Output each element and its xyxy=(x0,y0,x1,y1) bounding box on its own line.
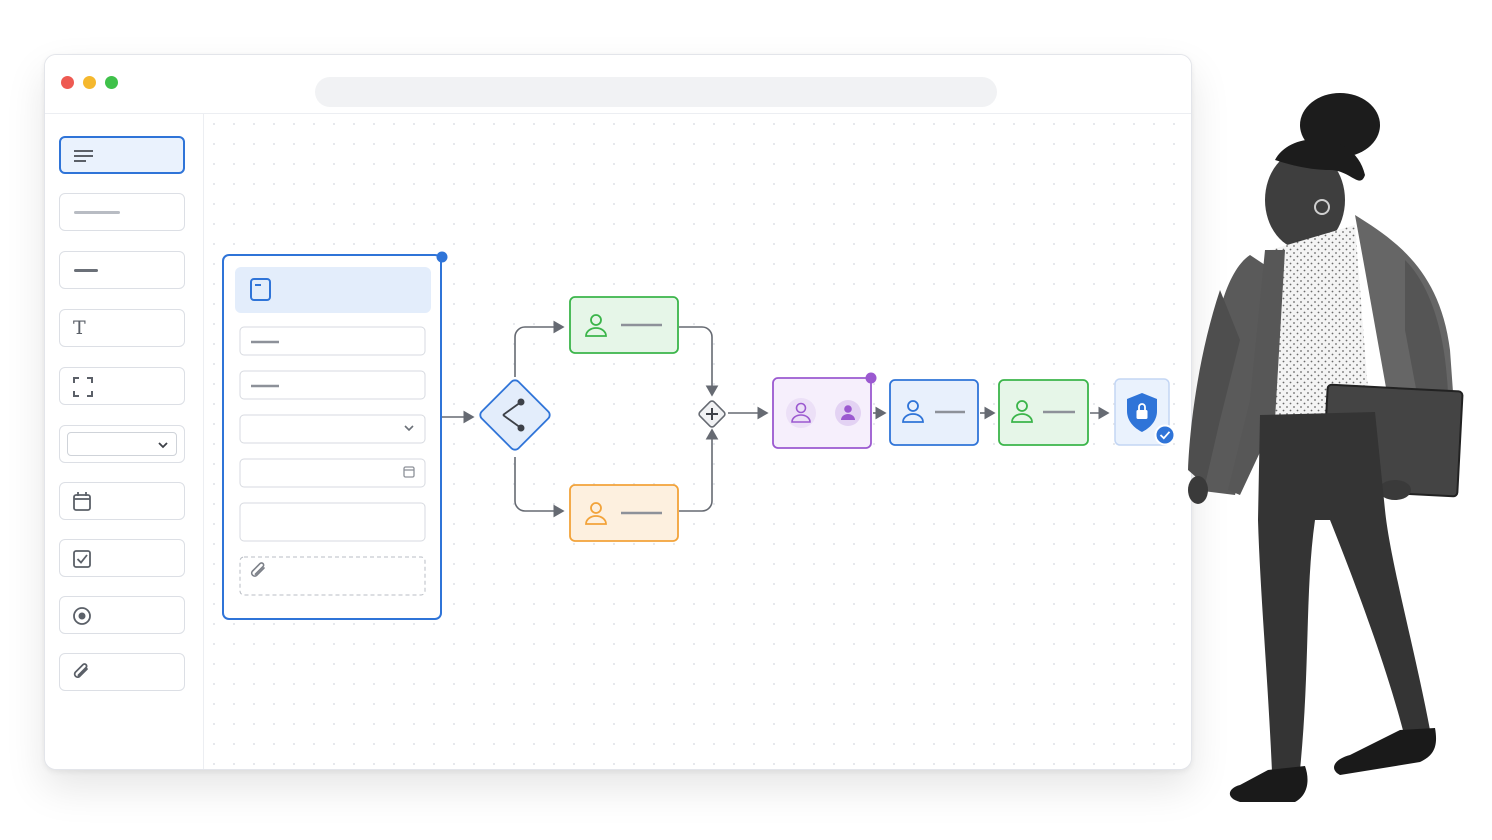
text-field[interactable] xyxy=(239,326,426,356)
title-bar xyxy=(45,55,1191,114)
close-window-button[interactable] xyxy=(61,76,74,89)
workflow-diagram xyxy=(222,251,1176,620)
form-card[interactable] xyxy=(222,251,448,620)
dropdown-field[interactable] xyxy=(239,414,426,444)
palette-item-text[interactable]: T xyxy=(59,309,185,347)
calendar-icon xyxy=(73,492,91,511)
user-icon xyxy=(902,400,924,423)
palette-item-attachment[interactable] xyxy=(59,653,185,691)
checkbox-icon xyxy=(73,550,91,568)
status-dot xyxy=(865,372,877,384)
user-icon xyxy=(585,314,607,337)
text-field[interactable] xyxy=(239,370,426,400)
address-bar[interactable] xyxy=(315,77,997,107)
chevron-down-icon xyxy=(404,425,414,432)
app-window: T xyxy=(44,54,1192,770)
radio-icon xyxy=(73,607,91,625)
paperclip-icon xyxy=(250,562,265,577)
date-field[interactable] xyxy=(239,458,426,488)
minimize-window-button[interactable] xyxy=(83,76,96,89)
palette-item-short-text[interactable] xyxy=(59,251,185,289)
form-header xyxy=(235,267,431,313)
avatar xyxy=(835,400,861,426)
split-icon xyxy=(502,398,525,432)
form-icon xyxy=(250,278,271,301)
branch-gateway[interactable] xyxy=(478,378,552,452)
palette-item-dropdown[interactable] xyxy=(59,425,185,463)
maximize-window-button[interactable] xyxy=(105,76,118,89)
component-palette: T xyxy=(45,114,204,769)
palette-item-long-text[interactable] xyxy=(59,193,185,231)
lock-icon xyxy=(1136,403,1148,419)
text-icon: T xyxy=(73,317,86,339)
plus-icon xyxy=(706,408,718,420)
palette-item-date[interactable] xyxy=(59,482,185,520)
person-illustration xyxy=(1188,93,1464,802)
resize-handle[interactable] xyxy=(436,251,448,263)
user-icon xyxy=(1011,400,1033,423)
palette-item-radio[interactable] xyxy=(59,596,185,634)
paperclip-icon xyxy=(73,663,88,678)
user-icon xyxy=(791,402,811,423)
orange-user-task[interactable] xyxy=(569,484,679,542)
palette-item-frame[interactable] xyxy=(59,367,185,405)
palette-item-paragraph[interactable] xyxy=(59,136,185,174)
dropdown-preview xyxy=(67,432,177,456)
blue-user-task[interactable] xyxy=(889,379,979,446)
user-icon xyxy=(841,405,855,420)
frame-icon xyxy=(73,377,93,397)
check-badge-icon xyxy=(1154,424,1176,446)
connectors xyxy=(442,320,1110,518)
user-icon xyxy=(585,502,607,525)
green-user-task-final[interactable] xyxy=(998,379,1089,446)
merge-gateway[interactable] xyxy=(698,400,726,428)
attachment-dropzone[interactable] xyxy=(239,556,426,596)
green-user-task[interactable] xyxy=(569,296,679,354)
short-line-icon xyxy=(74,269,98,272)
chevron-down-icon xyxy=(158,442,168,449)
textarea-field[interactable] xyxy=(239,502,426,542)
secure-approval-shield[interactable] xyxy=(1114,378,1176,446)
paragraph-icon xyxy=(74,150,93,162)
calendar-icon xyxy=(403,466,415,478)
long-line-icon xyxy=(74,211,120,214)
purple-multi-user-task[interactable] xyxy=(772,372,877,449)
palette-item-checkbox[interactable] xyxy=(59,539,185,577)
